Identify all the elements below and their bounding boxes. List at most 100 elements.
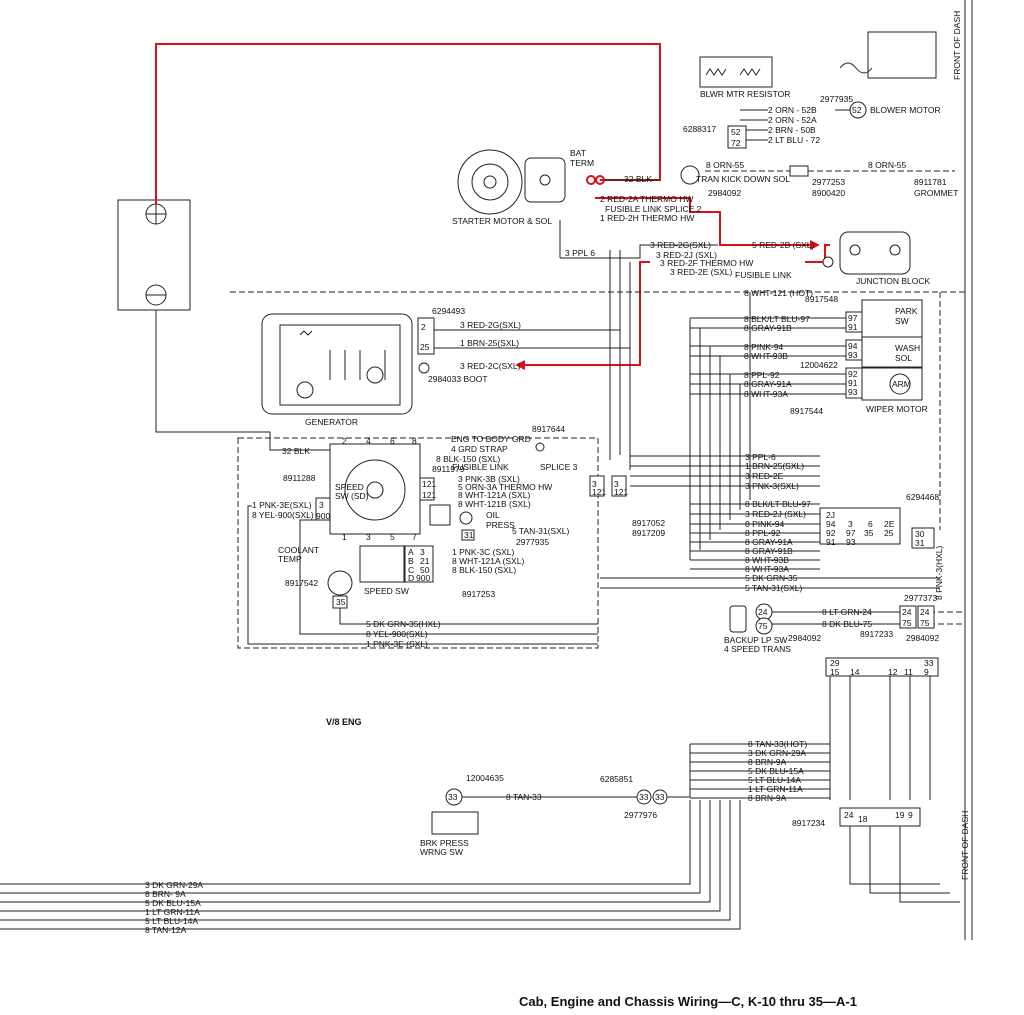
oil-press-switch — [429, 504, 451, 526]
svg-text:75: 75 — [902, 618, 912, 628]
svg-text:30: 30 — [915, 529, 925, 539]
harness-verticals — [609, 250, 941, 560]
svg-text:8 PINK-94: 8 PINK-94 — [744, 342, 783, 352]
svg-text:24: 24 — [844, 810, 854, 820]
svg-text:TERM: TERM — [570, 158, 594, 168]
svg-text:5 LT BLU-14A: 5 LT BLU-14A — [145, 916, 198, 926]
svg-text:32 BLK: 32 BLK — [282, 446, 310, 456]
svg-text:1 PNK-3E(SXL): 1 PNK-3E(SXL) — [252, 500, 312, 510]
svg-text:8 BLK-150 (SXL): 8 BLK-150 (SXL) — [436, 454, 500, 464]
backup-lamp-switch — [729, 605, 747, 633]
svg-text:ARM: ARM — [892, 379, 911, 389]
svg-text:SOL: SOL — [895, 353, 912, 363]
svg-text:91: 91 — [848, 322, 858, 332]
starter-motor — [457, 149, 523, 215]
svg-text:12: 12 — [888, 667, 898, 677]
svg-text:5 DK BLU-15A: 5 DK BLU-15A — [145, 898, 201, 908]
svg-text:1 LT GRN-11A: 1 LT GRN-11A — [748, 784, 803, 794]
svg-text:3 DK GRN-29A: 3 DK GRN-29A — [748, 748, 806, 758]
svg-text:2984092: 2984092 — [708, 188, 741, 198]
svg-text:1 RED-2H THERMO HW: 1 RED-2H THERMO HW — [600, 213, 694, 223]
wash-solenoid — [861, 336, 923, 368]
svg-text:WIPER MOTOR: WIPER MOTOR — [866, 404, 928, 414]
blower-resistor — [699, 56, 773, 88]
svg-text:33: 33 — [448, 792, 458, 802]
svg-text:8 GRAY-91B: 8 GRAY-91B — [744, 323, 792, 333]
svg-text:2977373: 2977373 — [904, 593, 937, 603]
svg-text:8 BLK-150 (SXL): 8 BLK-150 (SXL) — [452, 565, 516, 575]
svg-text:24: 24 — [902, 607, 912, 617]
svg-text:121: 121 — [614, 487, 628, 497]
svg-text:FUSIBLE LINK SPLICE 2: FUSIBLE LINK SPLICE 2 — [605, 204, 702, 214]
svg-text:3 RED-2J (SXL): 3 RED-2J (SXL) — [745, 509, 806, 519]
svg-text:12004622: 12004622 — [800, 360, 838, 370]
svg-text:91: 91 — [826, 537, 836, 547]
svg-text:29: 29 — [830, 658, 840, 668]
svg-text:8 PINK-94: 8 PINK-94 — [745, 519, 784, 529]
svg-text:11: 11 — [904, 667, 913, 677]
svg-text:SPEED: SPEED — [335, 482, 364, 492]
svg-text:3 DK GRN-29A: 3 DK GRN-29A — [145, 880, 203, 890]
svg-text:6288317: 6288317 — [683, 124, 716, 134]
svg-text:8 BLK/LT BLU-97: 8 BLK/LT BLU-97 — [745, 499, 811, 509]
svg-text:93: 93 — [846, 537, 856, 547]
svg-text:8 GRAY-91B: 8 GRAY-91B — [745, 546, 793, 556]
svg-text:6294493: 6294493 — [432, 306, 465, 316]
svg-text:8 GRAY-91A: 8 GRAY-91A — [744, 379, 792, 389]
svg-text:3 RED-2J (SXL): 3 RED-2J (SXL) — [656, 250, 717, 260]
svg-text:8917644: 8917644 — [532, 424, 565, 434]
svg-text:GENERATOR: GENERATOR — [305, 417, 358, 427]
svg-text:92: 92 — [848, 369, 858, 379]
svg-text:SW (SD): SW (SD) — [335, 491, 369, 501]
svg-text:52: 52 — [731, 127, 741, 137]
svg-text:8 WHT-121A (SXL): 8 WHT-121A (SXL) — [452, 556, 524, 566]
svg-text:3: 3 — [420, 547, 425, 557]
connector-52-72 — [727, 125, 747, 149]
svg-text:8 BRN-9A: 8 BRN-9A — [748, 793, 787, 803]
svg-text:5 LT BLU-14A: 5 LT BLU-14A — [748, 775, 801, 785]
svg-text:4: 4 — [366, 436, 371, 446]
svg-text:33: 33 — [924, 658, 934, 668]
svg-text:3 PNK-3(SXL): 3 PNK-3(SXL) — [745, 481, 799, 491]
svg-text:8 WHT-93A: 8 WHT-93A — [745, 564, 789, 574]
svg-text:8 BRN-9A: 8 BRN-9A — [748, 757, 787, 767]
svg-text:8 DK BLU-75: 8 DK BLU-75 — [822, 619, 872, 629]
svg-text:4 GRD STRAP: 4 GRD STRAP — [451, 444, 508, 454]
svg-text:8 BLK/LT BLU-97: 8 BLK/LT BLU-97 — [744, 314, 810, 324]
svg-text:72: 72 — [731, 138, 741, 148]
svg-text:33: 33 — [655, 792, 665, 802]
svg-text:94: 94 — [826, 519, 836, 529]
svg-text:2 LT BLU - 72: 2 LT BLU - 72 — [768, 135, 820, 145]
lower-connector — [825, 657, 939, 677]
svg-text:2 BRN - 50B: 2 BRN - 50B — [768, 125, 816, 135]
svg-text:PARK: PARK — [895, 306, 918, 316]
svg-text:8917209: 8917209 — [632, 528, 665, 538]
svg-text:1 PNK-3C (SXL): 1 PNK-3C (SXL) — [452, 547, 515, 557]
svg-text:2977976: 2977976 — [624, 810, 657, 820]
svg-text:8 WHT-93B: 8 WHT-93B — [745, 555, 789, 565]
battery-positive-cable — [155, 43, 661, 204]
svg-text:3 RED-2F THERMO HW: 3 RED-2F THERMO HW — [660, 258, 753, 268]
svg-text:3: 3 — [366, 532, 371, 542]
svg-text:31: 31 — [915, 538, 925, 548]
page-title: Cab, Engine and Chassis Wiring—C, K-10 t… — [519, 994, 857, 1009]
svg-text:FUSIBLE LINK: FUSIBLE LINK — [735, 270, 792, 280]
svg-text:6: 6 — [390, 436, 395, 446]
svg-text:3: 3 — [592, 479, 597, 489]
svg-text:8 WHT-121 (HOT): 8 WHT-121 (HOT) — [744, 288, 813, 298]
bottom-wires — [0, 800, 960, 930]
svg-text:97: 97 — [846, 528, 856, 538]
svg-text:TRAN KICK DOWN SOL: TRAN KICK DOWN SOL — [696, 174, 790, 184]
svg-text:PRESS: PRESS — [486, 520, 515, 530]
svg-text:8 LT GRN-24: 8 LT GRN-24 — [822, 607, 872, 617]
svg-text:8 WHT-93A: 8 WHT-93A — [744, 389, 788, 399]
svg-text:92: 92 — [826, 528, 836, 538]
svg-text:2977935: 2977935 — [516, 537, 549, 547]
engine-harness-area — [237, 437, 599, 649]
svg-text:8 ORN-55: 8 ORN-55 — [868, 160, 907, 170]
svg-text:121: 121 — [592, 487, 606, 497]
svg-text:3 RED-2E (SXL): 3 RED-2E (SXL) — [670, 267, 733, 277]
svg-text:OIL: OIL — [486, 510, 500, 520]
svg-text:TEMP: TEMP — [278, 554, 302, 564]
svg-text:A: A — [408, 547, 414, 557]
